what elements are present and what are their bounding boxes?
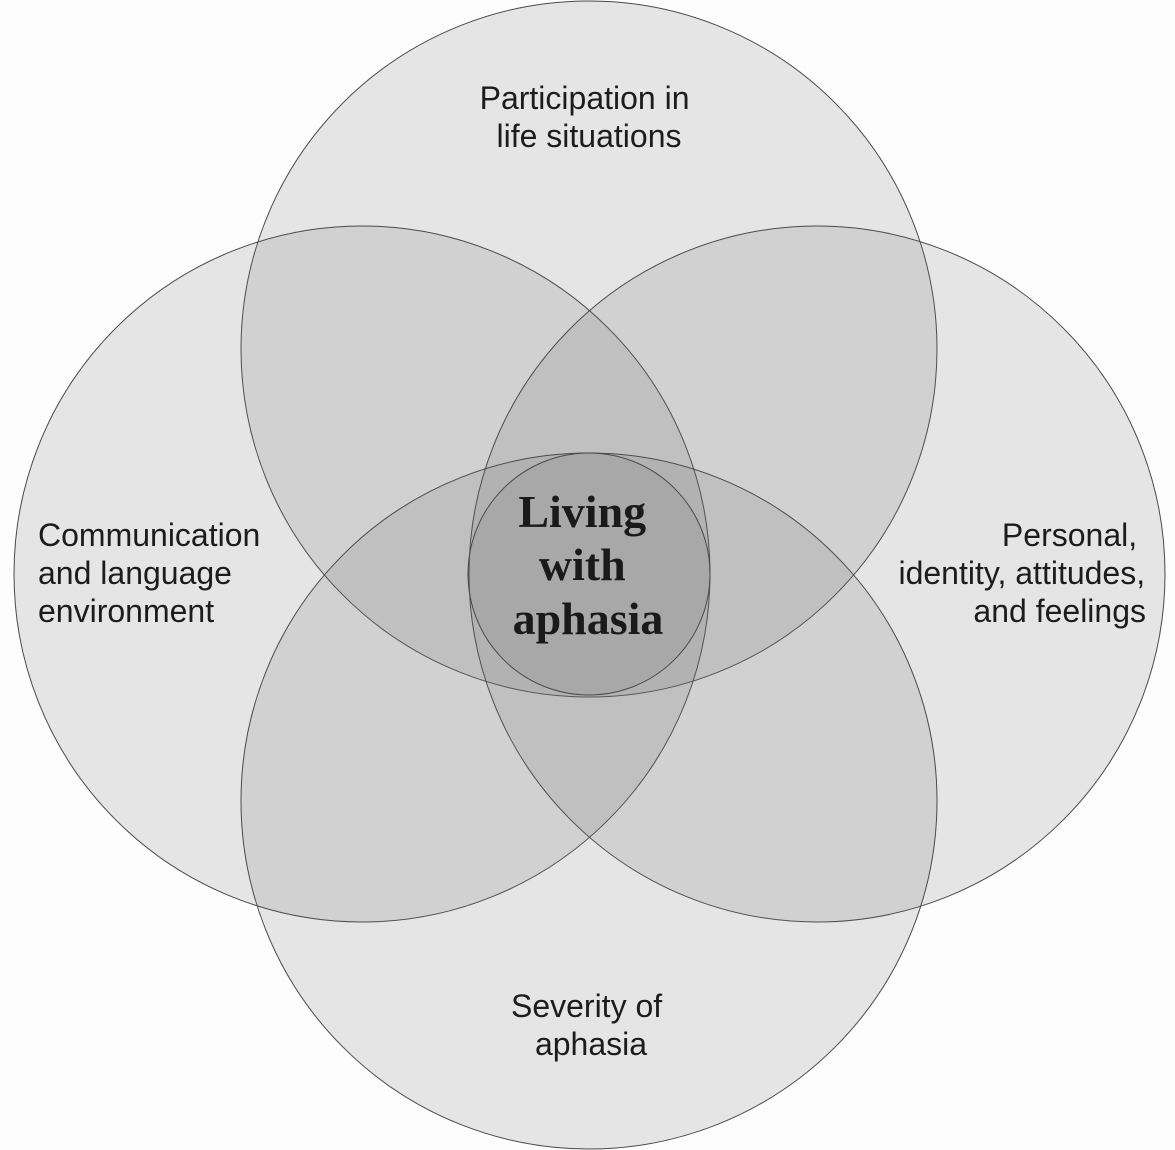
label-severity: Severity of aphasia xyxy=(511,988,671,1062)
circle-personal xyxy=(468,225,1166,923)
circle-center xyxy=(467,452,711,696)
label-participation: Participation in life situations xyxy=(480,80,699,154)
label-communication: Communication and language environment xyxy=(38,517,269,629)
circle-participation xyxy=(240,0,938,698)
label-personal: Personal, identity, attitudes, and feeli… xyxy=(898,517,1154,629)
label-center: Living with aphasia xyxy=(513,486,664,644)
